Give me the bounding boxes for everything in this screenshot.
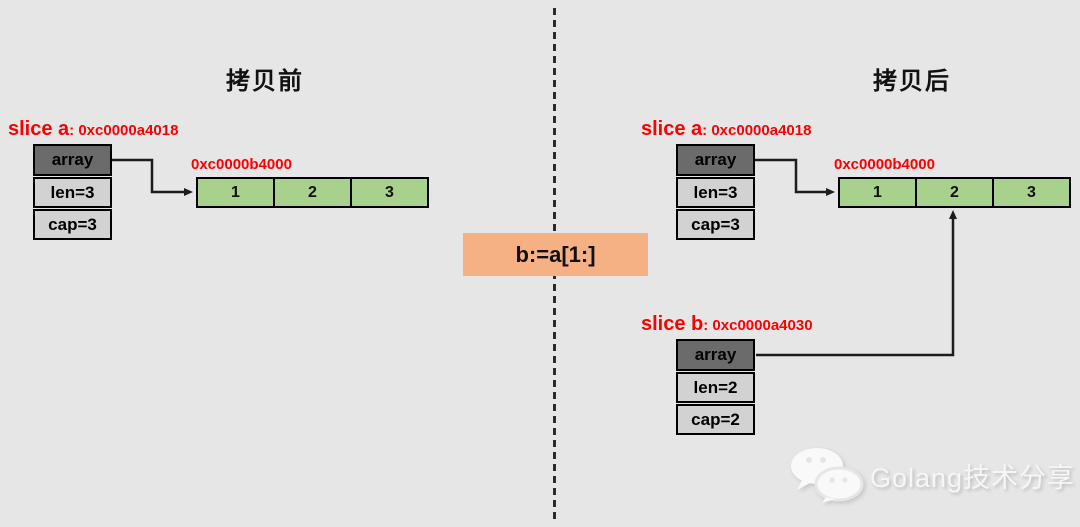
array-cell: 2 [915, 177, 994, 208]
slice-address: : 0xc0000a4018 [69, 122, 179, 139]
array-cell: 3 [992, 177, 1071, 208]
slice-address: : 0xc0000a4030 [703, 317, 813, 334]
slice-a-label-after: slice a: 0xc0000a4018 [641, 118, 811, 141]
struct-field-len: len=2 [676, 372, 755, 403]
struct-field-array: array [676, 144, 755, 176]
title-after-copy: 拷贝后 [873, 68, 951, 95]
operation-code-box: b:=a[1:] [463, 233, 648, 276]
arrow-slice-a-before-to-array [112, 158, 193, 196]
backing-array-after: 1 2 3 [838, 177, 1071, 208]
watermark-text: Golang技术分享 [870, 462, 1076, 493]
array-cell: 3 [350, 177, 429, 208]
wechat-icon [791, 448, 864, 503]
slice-a-struct-before: array len=3 cap=3 [33, 144, 112, 240]
array-cell: 2 [273, 177, 352, 208]
slice-a-struct-after: array len=3 cap=3 [676, 144, 755, 240]
watermark: Golang技术分享 [790, 447, 1075, 503]
struct-field-array: array [676, 339, 755, 371]
slice-b-label-after: slice b: 0xc0000a4030 [641, 313, 813, 336]
slice-name: slice a [641, 118, 703, 140]
array-address-after: 0xc0000b4000 [834, 156, 935, 173]
slice-name: slice b [641, 313, 704, 335]
title-before-copy: 拷贝前 [226, 68, 304, 95]
array-cell: 1 [838, 177, 917, 208]
struct-field-cap: cap=2 [676, 404, 755, 435]
slice-b-struct-after: array len=2 cap=2 [676, 339, 755, 435]
struct-field-cap: cap=3 [676, 209, 755, 240]
slice-address: : 0xc0000a4018 [702, 122, 812, 139]
array-cell: 1 [196, 177, 275, 208]
struct-field-array: array [33, 144, 112, 176]
slice-name: slice a [8, 118, 70, 140]
slice-a-label-before: slice a: 0xc0000a4018 [8, 118, 178, 141]
backing-array-before: 1 2 3 [196, 177, 429, 208]
array-address-before: 0xc0000b4000 [191, 156, 292, 173]
struct-field-len: len=3 [676, 177, 755, 208]
arrow-slice-a-after-to-array [755, 158, 835, 196]
struct-field-len: len=3 [33, 177, 112, 208]
struct-field-cap: cap=3 [33, 209, 112, 240]
